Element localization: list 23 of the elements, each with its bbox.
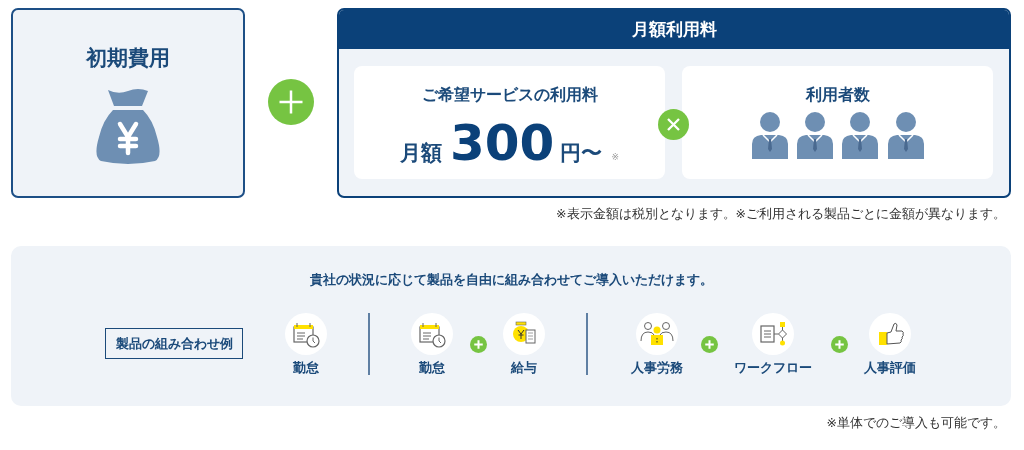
fee-panel xyxy=(337,8,1011,198)
product-label: ワークフロー xyxy=(734,360,812,376)
footnote: ※表示金額は税別となります。※ご利用される製品ごとに金額が異なります。 xyxy=(556,206,1006,221)
footnote: ※単体でのご導入も可能です。 xyxy=(826,415,1006,430)
price-amount: 300 xyxy=(450,116,555,171)
label-box: 製品の組み合わせ例 xyxy=(105,328,243,359)
price-prefix: 月額 xyxy=(400,142,443,166)
panel-header: 月額利用料 xyxy=(339,10,1009,49)
card-title: 利用者数 xyxy=(805,85,870,105)
footnote-mark: ※ xyxy=(611,153,619,163)
intro-text: 貴社の状況に応じて製品を自由に組み合わせてご導入いただけます。 xyxy=(309,272,713,288)
card-title: ご希望サービスの利用料 xyxy=(421,85,598,105)
price-card xyxy=(354,66,665,179)
user-card xyxy=(682,66,993,179)
price-unit: 円〜 xyxy=(560,142,603,166)
product-label: 勤怠 xyxy=(293,360,319,376)
box-title: 初期費用 xyxy=(86,46,170,72)
product-label: 人事評価 xyxy=(864,360,916,376)
product-label: 人事労務 xyxy=(631,360,683,376)
combination-panel xyxy=(11,246,1011,406)
product-label: 勤怠 xyxy=(419,360,445,376)
product-label: 給与 xyxy=(511,360,537,376)
cost-box xyxy=(11,8,245,198)
